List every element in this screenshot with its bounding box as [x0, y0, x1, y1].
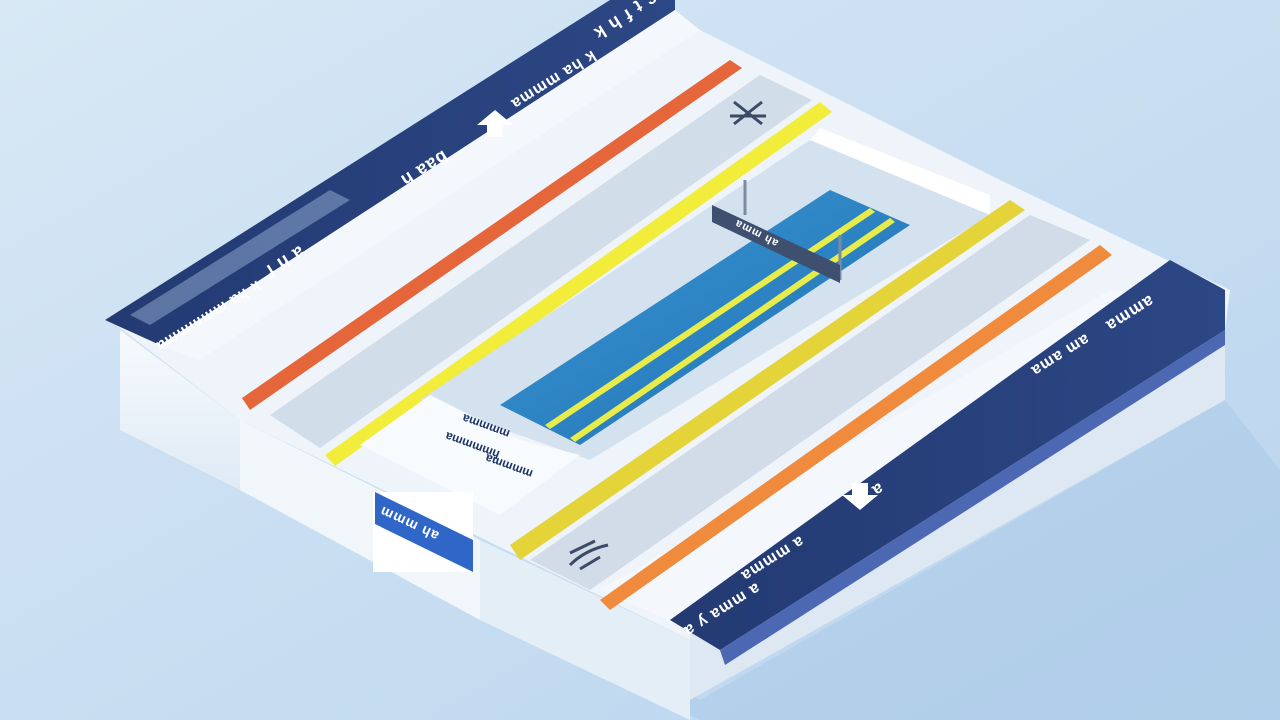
center-low-wall [480, 540, 690, 720]
grey-track-right [530, 215, 1090, 590]
yellow-stripe-left [325, 102, 832, 466]
pool-lane-yellow-2 [570, 218, 895, 442]
arrow-down-icon [842, 483, 878, 510]
blue-label-face [375, 492, 473, 572]
grey-track-left [270, 75, 812, 448]
pool-inner-wall [810, 128, 990, 215]
orange-stripe-left [242, 60, 742, 410]
left-block-front-wall [120, 330, 240, 490]
top-band-highlight [160, 10, 700, 360]
right-band-lower-stripe [720, 330, 1225, 665]
info-panel [360, 395, 580, 515]
crossing-arrows-icon [730, 100, 766, 126]
yellow-stripe-right [510, 200, 1025, 560]
hanging-sign-board [712, 205, 840, 283]
pool-lane-yellow-1 [545, 208, 875, 429]
ground-shadow [120, 400, 1280, 720]
merge-arrows-icon [568, 539, 609, 571]
arrow-up-icon [477, 110, 513, 137]
right-navy-band [670, 260, 1225, 650]
top-band-shadow [130, 190, 350, 325]
orange-stripe-right [600, 245, 1112, 610]
